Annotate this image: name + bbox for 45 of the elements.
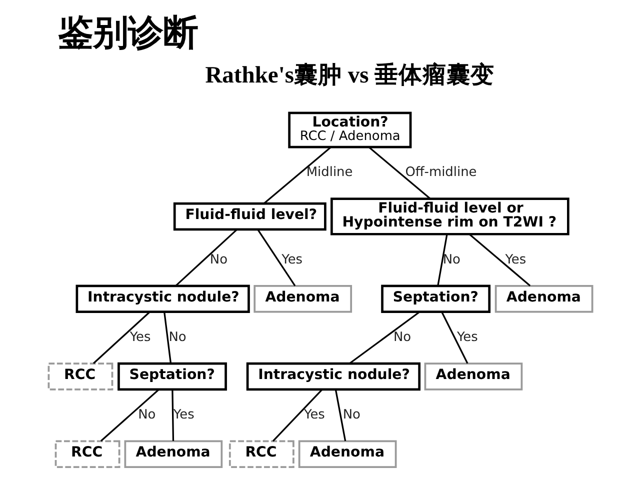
connector (262, 146, 331, 204)
node-box: Adenoma (298, 440, 396, 468)
edge-label: No (442, 252, 460, 268)
connector (334, 389, 346, 442)
connector (440, 311, 468, 364)
node-box: Adenoma (424, 362, 522, 390)
edge-label: Yes (504, 252, 526, 268)
node-box: Adenoma (253, 284, 352, 313)
diagram-title: 鉴别诊断 (58, 12, 198, 54)
node-box: Septation? (117, 362, 226, 391)
node-box: Intracystic nodule? (246, 362, 420, 391)
connector (256, 228, 296, 286)
node-box: Adenoma (494, 284, 593, 313)
edge-label: Yes (304, 408, 324, 423)
connector (92, 311, 150, 364)
connector (272, 388, 322, 442)
node-box: Septation? (380, 284, 490, 313)
edge-label: Yes (281, 252, 302, 268)
edge-label: No (342, 408, 360, 423)
edge-label: Yes (172, 408, 194, 423)
node-box: Fluid-fluid level? (172, 202, 326, 231)
node-box: Adenoma (124, 440, 222, 468)
edge-label: No (392, 330, 411, 345)
node-box: RCC (228, 440, 294, 468)
connector (348, 311, 420, 364)
edge-label: Off-midline (404, 165, 476, 180)
connector (174, 228, 238, 286)
connector (100, 388, 160, 442)
edge-label: Yes (456, 330, 478, 345)
connector (436, 234, 448, 286)
node-box: Fluid-fluid level or Hypointense rim on T2WI ? (330, 198, 569, 236)
label: Rathke's囊肿 vs 垂体瘤囊变 (204, 62, 494, 88)
node-box: Location? RCC / Adenoma (288, 112, 412, 148)
node-box: Intracystic nodule? (75, 284, 250, 313)
connector (162, 312, 172, 364)
edge-label: No (209, 252, 227, 268)
connector (368, 146, 430, 200)
node-box: RCC (47, 362, 113, 390)
connector (171, 389, 174, 442)
node-box: RCC (54, 440, 120, 468)
edge-label: No (168, 330, 186, 345)
edge-label: Yes (129, 330, 150, 345)
edge-label: No (138, 408, 156, 423)
connector (468, 234, 530, 286)
edge-label: Midline (306, 165, 352, 180)
